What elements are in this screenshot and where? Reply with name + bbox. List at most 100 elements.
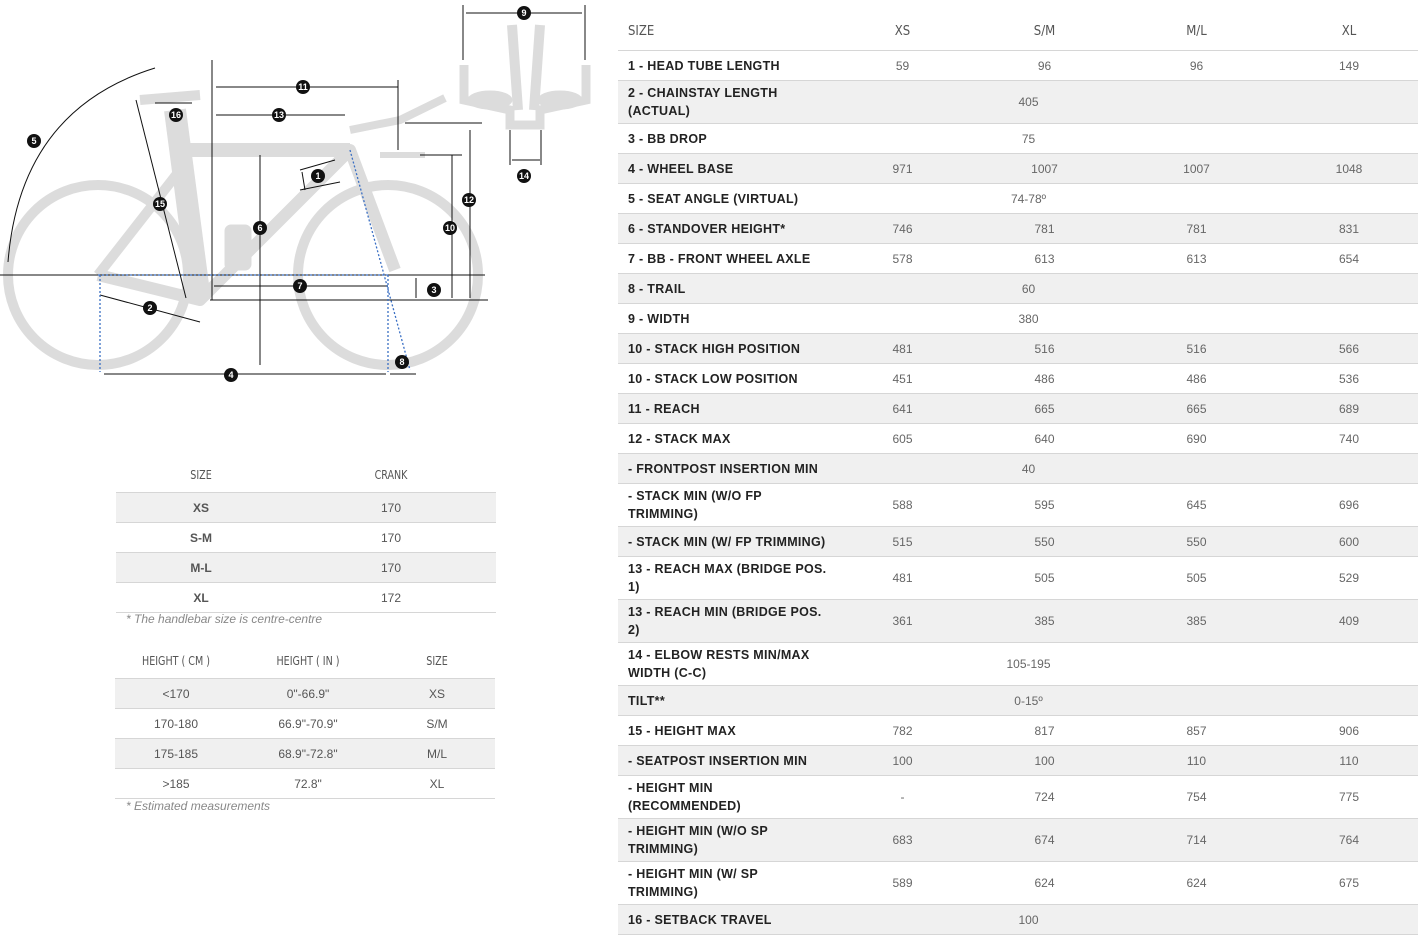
geometry-value: 481 [829, 333, 976, 364]
geometry-value: 689 [1280, 393, 1418, 424]
geometry-value: 149 [1280, 50, 1418, 81]
geometry-value: 613 [1113, 243, 1280, 274]
geometry-value-all-sizes: 75 [829, 123, 1418, 154]
geometry-value-all-sizes: 405 [829, 80, 1418, 124]
geometry-value: 906 [1280, 715, 1418, 746]
geometry-value: 1007 [976, 153, 1113, 184]
geometry-row-label: TILT** [618, 685, 829, 716]
geometry-value: 1007 [1113, 153, 1280, 184]
geometry-row-label: - FRONTPOST INSERTION MIN [618, 453, 829, 484]
geometry-row: 14 - ELBOW RESTS MIN/MAX WIDTH (C-C)105-… [618, 642, 1418, 686]
geometry-value: 409 [1280, 599, 1418, 643]
geometry-value: 361 [829, 599, 976, 643]
geometry-value: 505 [976, 556, 1113, 600]
crank-table-cell: 172 [286, 582, 496, 613]
geometry-value: 100 [976, 745, 1113, 776]
crank-table-cell: XL [116, 582, 286, 613]
geometry-value: 665 [976, 393, 1113, 424]
geometry-value: 971 [829, 153, 976, 184]
geometry-row-label: 9 - WIDTH [618, 303, 829, 334]
geometry-row-label: 2 - CHAINSTAY LENGTH (ACTUAL) [618, 80, 829, 124]
geometry-row-label: 1 - HEAD TUBE LENGTH [618, 50, 829, 81]
geometry-value-all-sizes: 380 [829, 303, 1418, 334]
geometry-value: 451 [829, 363, 976, 394]
geometry-value: 624 [1113, 861, 1280, 905]
height-table-cell: 0"-66.9" [237, 678, 379, 709]
geometry-row: 5 - SEAT ANGLE (VIRTUAL)74-78º [618, 183, 1418, 214]
dimension-badge [153, 197, 167, 211]
geometry-value: 385 [976, 599, 1113, 643]
geometry-row-label: 14 - ELBOW RESTS MIN/MAX WIDTH (C-C) [618, 642, 829, 686]
geometry-value: 1048 [1280, 153, 1418, 184]
dimension-badge [443, 221, 457, 235]
dimension-badge [224, 368, 238, 382]
height-header-in: HEIGHT ( IN ) [276, 652, 340, 668]
geometry-value: 595 [976, 483, 1113, 527]
geometry-row-label: - HEIGHT MIN (W/ SP TRIMMING) [618, 861, 829, 905]
geo-header-ml: M/L [1186, 23, 1207, 39]
geometry-row-label: 5 - SEAT ANGLE (VIRTUAL) [618, 183, 829, 214]
geometry-row-label: - SEATPOST INSERTION MIN [618, 745, 829, 776]
height-table-cell: XL [379, 768, 495, 799]
height-table-cell: >185 [115, 768, 237, 799]
geometry-row-label: 4 - WHEEL BASE [618, 153, 829, 184]
geometry-value: 96 [976, 50, 1113, 81]
height-table-cell: S/M [379, 708, 495, 739]
geometry-row-label: - STACK MIN (W/ FP TRIMMING) [618, 526, 829, 557]
geometry-value: 675 [1280, 861, 1418, 905]
dimension-badge [293, 279, 307, 293]
height-table-cell: 175-185 [115, 738, 237, 769]
geometry-value: 654 [1280, 243, 1418, 274]
height-table-cell: XS [379, 678, 495, 709]
geometry-value-all-sizes: 60 [829, 273, 1418, 304]
height-table-cell: 68.9"-72.8" [237, 738, 379, 769]
geometry-value: 516 [976, 333, 1113, 364]
crank-table-cell: 170 [286, 552, 496, 583]
geometry-value: - [829, 775, 976, 819]
geometry-row-label: 3 - BB DROP [618, 123, 829, 154]
dimension-badge-label: 7 [297, 281, 302, 291]
geometry-value: 724 [976, 775, 1113, 819]
geometry-row-label: 6 - STANDOVER HEIGHT* [618, 213, 829, 244]
crank-table-cell: 170 [286, 492, 496, 523]
geometry-value: 96 [1113, 50, 1280, 81]
height-header-cm: HEIGHT ( CM ) [142, 652, 210, 668]
geometry-value: 481 [829, 556, 976, 600]
dimension-badge-label: 15 [155, 199, 165, 209]
geometry-row: 2 - CHAINSTAY LENGTH (ACTUAL)405 [618, 80, 1418, 124]
geometry-value: 589 [829, 861, 976, 905]
geometry-value-all-sizes: 100 [829, 904, 1418, 935]
height-table-cell: 72.8" [237, 768, 379, 799]
geometry-value: 578 [829, 243, 976, 274]
dimension-badge [296, 80, 310, 94]
geometry-row-label: 13 - REACH MIN (BRIDGE POS. 2) [618, 599, 829, 643]
geometry-row-label: 15 - HEIGHT MAX [618, 715, 829, 746]
geometry-value: 754 [1113, 775, 1280, 819]
height-table-cell: 66.9"-70.9" [237, 708, 379, 739]
geometry-row-label: - HEIGHT MIN (W/O SP TRIMMING) [618, 818, 829, 862]
geometry-value: 641 [829, 393, 976, 424]
geo-header-xl: XL [1341, 23, 1357, 39]
geometry-value-all-sizes: 74-78º [829, 183, 1418, 214]
geometry-row-label: 7 - BB - FRONT WHEEL AXLE [618, 243, 829, 274]
height-table-cell: M/L [379, 738, 495, 769]
geometry-value: 588 [829, 483, 976, 527]
height-table-cell: 170-180 [115, 708, 237, 739]
